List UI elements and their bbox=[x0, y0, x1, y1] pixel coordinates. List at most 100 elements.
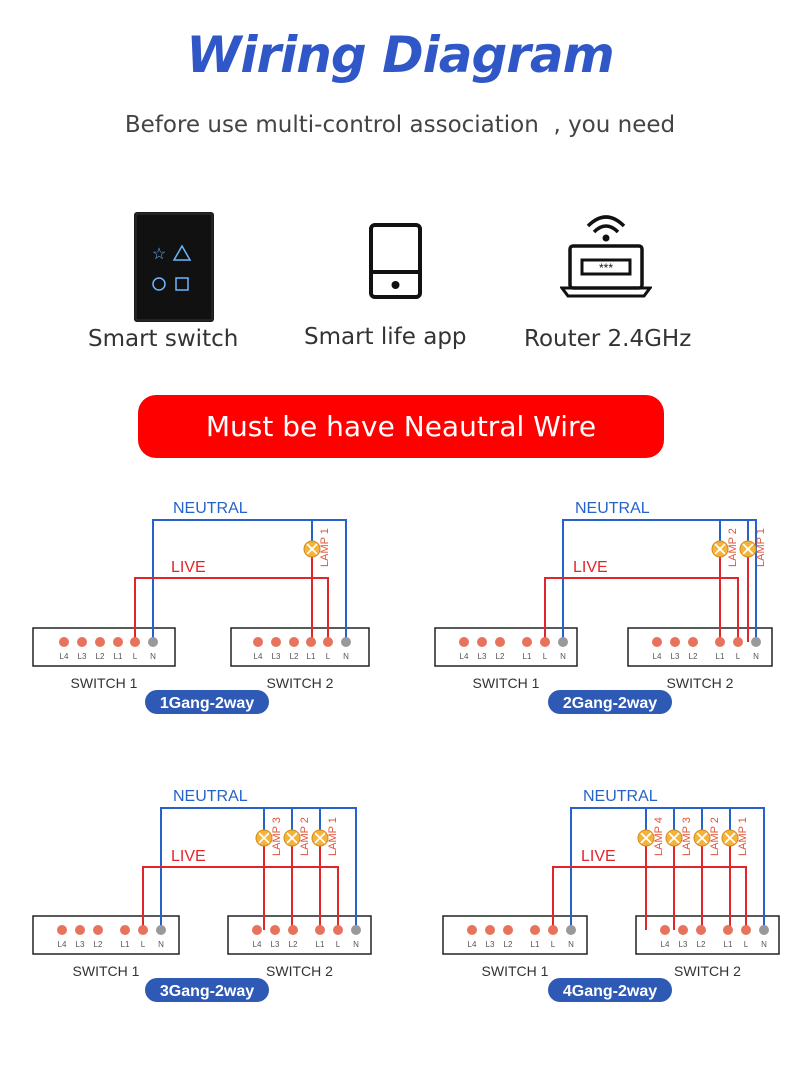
switch-1-terminal-l3 bbox=[485, 925, 495, 935]
lamp-cross bbox=[668, 832, 680, 844]
switch-1-terminal-l2 bbox=[503, 925, 513, 935]
switch-1-terminal-l3 bbox=[77, 637, 87, 647]
diagram-badge-label: 2Gang-2way bbox=[563, 695, 657, 712]
lamp-label: LAMP 1 bbox=[319, 528, 331, 567]
switch-2-box bbox=[635, 915, 780, 955]
switch-1-terminal-l1 bbox=[113, 637, 123, 647]
switch-2-terminal-n bbox=[351, 925, 361, 935]
switch-1-box bbox=[442, 915, 588, 955]
switch-2-terminal-label: L3 bbox=[671, 652, 680, 661]
switch-2-label: SWITCH 2 bbox=[266, 963, 333, 979]
neutral-wire bbox=[562, 519, 757, 642]
switch-1-label: SWITCH 1 bbox=[482, 963, 549, 979]
lamp-label: LAMP 1 bbox=[755, 528, 767, 567]
switch-1-terminal-label: L4 bbox=[460, 652, 469, 661]
diagram-badge-label: 4Gang-2way bbox=[563, 983, 657, 1000]
switch-2-terminal-l1 bbox=[715, 637, 725, 647]
lamp-cross bbox=[714, 543, 726, 555]
switch-2-terminal-l2 bbox=[688, 637, 698, 647]
svg-text:***: *** bbox=[599, 261, 613, 275]
switch-2-terminal-l1 bbox=[723, 925, 733, 935]
switch-1-terminal-label: L2 bbox=[96, 652, 105, 661]
switch-1-terminal-l bbox=[138, 925, 148, 935]
live-wire bbox=[134, 577, 329, 642]
phone-icon bbox=[368, 222, 423, 300]
switch-2-box bbox=[627, 627, 773, 667]
lamp-cross bbox=[286, 832, 298, 844]
switch-2-terminal-label: L bbox=[326, 652, 331, 661]
lamp-cross bbox=[258, 832, 270, 844]
switch-2-terminal-l3 bbox=[670, 637, 680, 647]
requirement-label-app: Smart life app bbox=[304, 324, 467, 350]
switch-2-terminal-label: L3 bbox=[271, 940, 280, 949]
switch-2-terminal-l2 bbox=[288, 925, 298, 935]
switch-2-label: SWITCH 2 bbox=[267, 675, 334, 691]
switch-2-terminal-l3 bbox=[678, 925, 688, 935]
lamp-cross bbox=[742, 543, 754, 555]
diagram-badge bbox=[145, 690, 269, 714]
switch-1-terminal-label: L bbox=[551, 940, 556, 949]
switch-2-terminal-label: L2 bbox=[289, 940, 298, 949]
diagram-badge bbox=[548, 978, 672, 1002]
lamp-cross bbox=[306, 543, 318, 555]
switch-1-box bbox=[32, 915, 180, 955]
switch-2-terminal-l4 bbox=[652, 637, 662, 647]
diagram-badge-label: 1Gang-2way bbox=[160, 695, 254, 712]
switch-2-terminal-label: L1 bbox=[316, 940, 325, 949]
switch-1-terminal-l2 bbox=[93, 925, 103, 935]
switch-1-terminal-label: L3 bbox=[78, 652, 87, 661]
switch-1-terminal-label: L4 bbox=[60, 652, 69, 661]
switch-2-terminal-label: L bbox=[736, 652, 741, 661]
switch-2-terminal-label: L1 bbox=[724, 940, 733, 949]
switch-2-terminal-n bbox=[751, 637, 761, 647]
neutral-wire bbox=[160, 807, 357, 930]
switch-1-terminal-n bbox=[148, 637, 158, 647]
switch-1-terminal-l2 bbox=[495, 637, 505, 647]
switch-1-box bbox=[32, 627, 176, 667]
page-subtitle: Before use multi-control association , y… bbox=[124, 112, 676, 138]
switch-2-label: SWITCH 2 bbox=[674, 963, 741, 979]
lamp-label: LAMP 1 bbox=[737, 817, 749, 856]
neutral-label: NEUTRAL bbox=[575, 500, 650, 517]
switch-1-terminal-n bbox=[566, 925, 576, 935]
switch-2-terminal-l bbox=[741, 925, 751, 935]
switch-2-terminal-label: L4 bbox=[253, 940, 262, 949]
live-wire bbox=[544, 577, 739, 642]
switch-2-terminal-l2 bbox=[289, 637, 299, 647]
switch-2-terminal-l3 bbox=[271, 637, 281, 647]
lamp-cross bbox=[314, 832, 326, 844]
switch-2-terminal-l bbox=[733, 637, 743, 647]
switch-2-terminal-label: L4 bbox=[653, 652, 662, 661]
switch-1-terminal-label: L4 bbox=[58, 940, 67, 949]
switch-1-terminal-l bbox=[540, 637, 550, 647]
switch-1-terminal-label: L2 bbox=[496, 652, 505, 661]
switch-2-terminal-label: L2 bbox=[689, 652, 698, 661]
switch-1-terminal-l4 bbox=[459, 637, 469, 647]
switch-1-terminal-l3 bbox=[75, 925, 85, 935]
switch-1-label: SWITCH 1 bbox=[71, 675, 138, 691]
lamp-cross bbox=[724, 832, 736, 844]
switch-2-terminal-label: L bbox=[744, 940, 749, 949]
switch-1-terminal-l4 bbox=[59, 637, 69, 647]
lamp-cross bbox=[696, 832, 708, 844]
switch-1-terminal-n bbox=[558, 637, 568, 647]
switch-1-terminal-label: L2 bbox=[94, 940, 103, 949]
live-wire bbox=[142, 866, 339, 930]
live-wire bbox=[552, 866, 747, 930]
switch-1-terminal-l4 bbox=[57, 925, 67, 935]
switch-1-terminal-label: N bbox=[158, 940, 164, 949]
router-icon: *** bbox=[559, 208, 653, 300]
switch-2-terminal-label: L3 bbox=[272, 652, 281, 661]
switch-2-terminal-l1 bbox=[306, 637, 316, 647]
switch-2-terminal-label: L4 bbox=[254, 652, 263, 661]
lamp-label: LAMP 2 bbox=[727, 528, 739, 567]
switch-1-label: SWITCH 1 bbox=[73, 963, 140, 979]
lamp-label: LAMP 4 bbox=[653, 817, 665, 856]
switch-2-terminal-label: N bbox=[353, 940, 359, 949]
switch-2-terminal-label: N bbox=[761, 940, 767, 949]
switch-1-terminal-label: N bbox=[568, 940, 574, 949]
switch-2-terminal-l bbox=[333, 925, 343, 935]
